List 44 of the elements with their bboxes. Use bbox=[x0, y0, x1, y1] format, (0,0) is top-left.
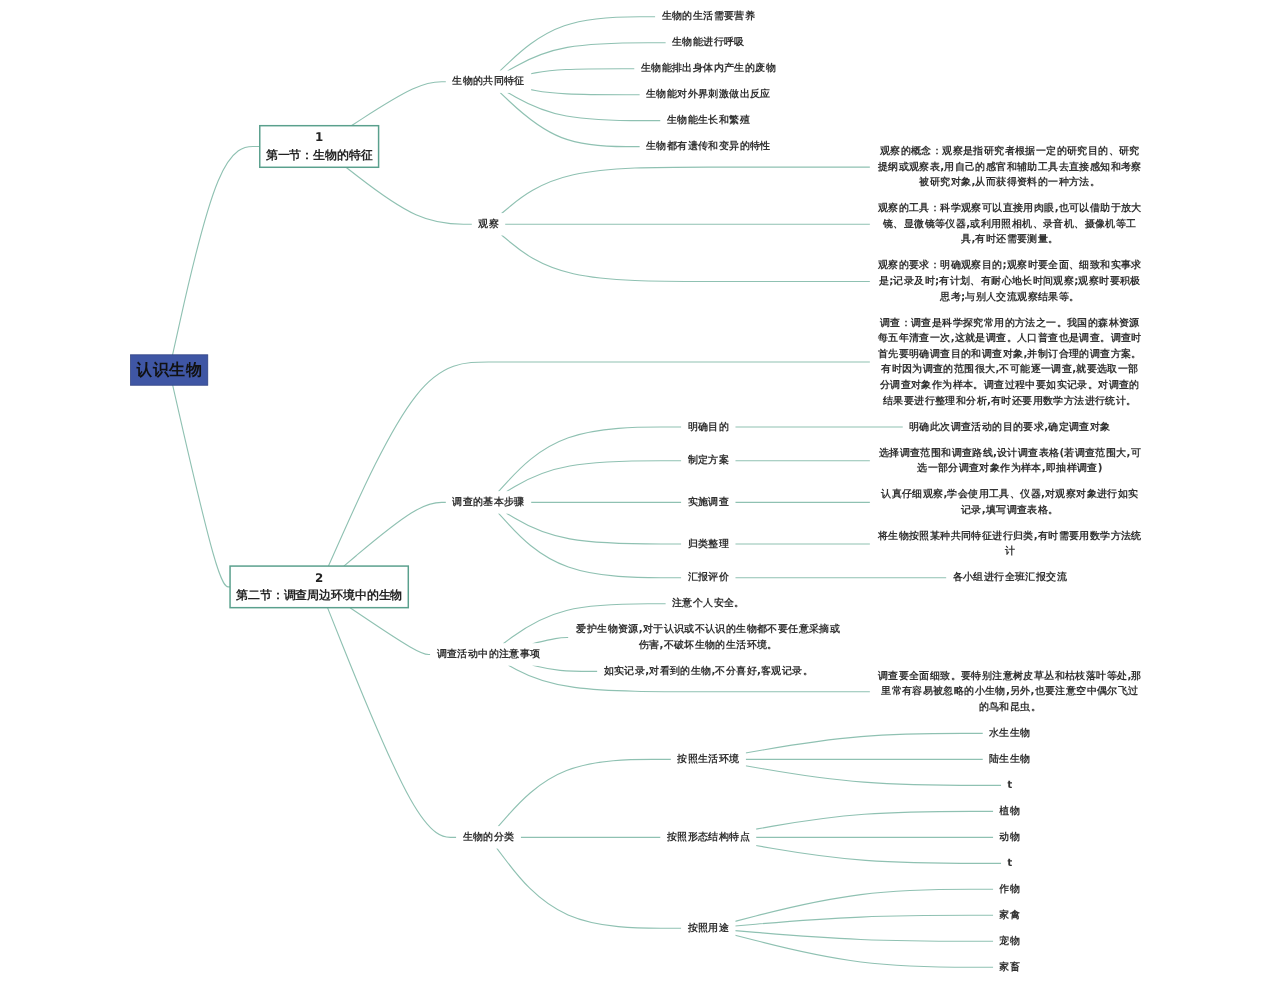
connector bbox=[500, 166, 871, 215]
connector bbox=[496, 847, 683, 929]
connector bbox=[504, 223, 871, 225]
connector bbox=[734, 577, 948, 579]
connector bbox=[327, 361, 871, 567]
connector bbox=[172, 145, 261, 356]
connector bbox=[734, 426, 904, 428]
connector bbox=[499, 16, 657, 72]
connector bbox=[497, 758, 672, 828]
connector bbox=[519, 836, 662, 838]
connector bbox=[744, 765, 1002, 786]
node-box: 认识生物 bbox=[130, 354, 209, 386]
connector bbox=[502, 603, 667, 645]
connector bbox=[497, 512, 683, 579]
connector bbox=[507, 664, 871, 693]
connector bbox=[734, 914, 995, 927]
connector bbox=[744, 758, 984, 760]
connector bbox=[507, 91, 662, 122]
connector bbox=[500, 234, 871, 282]
connector bbox=[507, 42, 667, 72]
connector bbox=[505, 460, 683, 493]
connector bbox=[499, 91, 641, 148]
connector bbox=[734, 930, 995, 942]
connector bbox=[497, 426, 683, 493]
connector bbox=[345, 166, 473, 225]
connector bbox=[734, 934, 995, 968]
connector bbox=[734, 501, 871, 503]
connector bbox=[755, 810, 995, 830]
connector bbox=[172, 384, 231, 588]
connector bbox=[734, 543, 871, 545]
connector bbox=[350, 81, 447, 127]
connector bbox=[530, 68, 636, 75]
connector bbox=[531, 637, 570, 645]
connector bbox=[734, 888, 995, 922]
connector bbox=[326, 607, 458, 838]
connector bbox=[343, 501, 447, 567]
connector bbox=[744, 732, 984, 754]
connector bbox=[530, 89, 641, 96]
connector bbox=[505, 512, 683, 545]
connector bbox=[755, 836, 995, 838]
connector bbox=[755, 844, 1002, 864]
connector bbox=[734, 460, 871, 462]
connector bbox=[530, 501, 683, 503]
connector bbox=[349, 607, 432, 655]
